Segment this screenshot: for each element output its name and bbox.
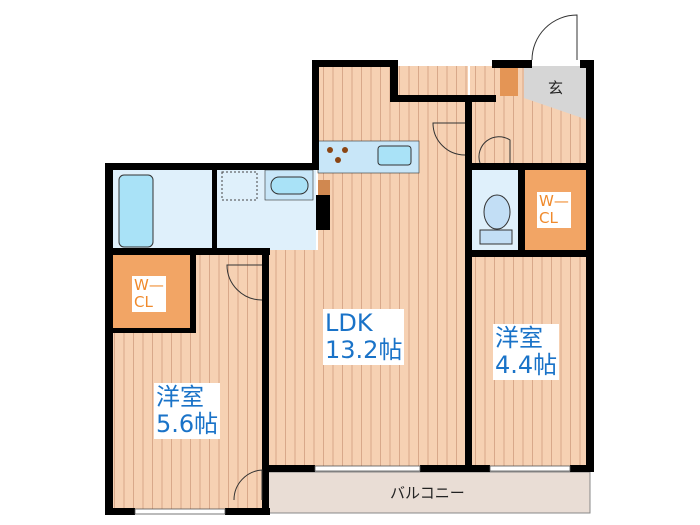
- washer-space: [221, 171, 258, 201]
- walls: [105, 60, 594, 515]
- sink-bowl: [270, 176, 309, 195]
- bathtub: [118, 174, 154, 248]
- entrance-label: 玄: [548, 79, 564, 97]
- ldk-name: LDK: [325, 309, 373, 337]
- door-swings: [226, 14, 578, 501]
- toilet-tank: [479, 229, 513, 245]
- western-right-size: 4.4帖: [495, 351, 558, 379]
- storage: [318, 180, 330, 195]
- western-left-label: 洋室 5.6帖: [154, 383, 221, 439]
- ldk-label: LDK 13.2帖: [323, 309, 405, 365]
- western-right-name: 洋室: [495, 324, 543, 352]
- genkan-area: [524, 66, 588, 120]
- stove-burner: [342, 147, 348, 153]
- stove-burner: [335, 157, 341, 163]
- ldk-size: 13.2帖: [325, 336, 403, 364]
- kitchen-sink: [377, 145, 412, 166]
- wcl-left-label: W— CL: [132, 276, 166, 312]
- wcl-left-line1: W—: [134, 276, 164, 294]
- balcony-area: [267, 471, 591, 514]
- wcl-left-line2: CL: [134, 293, 153, 311]
- balcony-label: バルコニー: [390, 484, 465, 502]
- wcl-right-line2: CL: [539, 209, 558, 227]
- stove-burner: [327, 147, 333, 153]
- western-left-name: 洋室: [156, 383, 204, 411]
- wcl-right-label: W— CL: [537, 192, 571, 228]
- wcl-right-line1: W—: [539, 192, 569, 210]
- ldk-floor: [318, 66, 468, 468]
- toilet-bowl: [483, 194, 511, 230]
- windows: [134, 465, 571, 515]
- hall-floor: [266, 250, 320, 468]
- western-right-label: 洋室 4.4帖: [493, 324, 560, 380]
- shoe-cabinet: [500, 68, 518, 96]
- western-left-size: 5.6帖: [156, 410, 219, 438]
